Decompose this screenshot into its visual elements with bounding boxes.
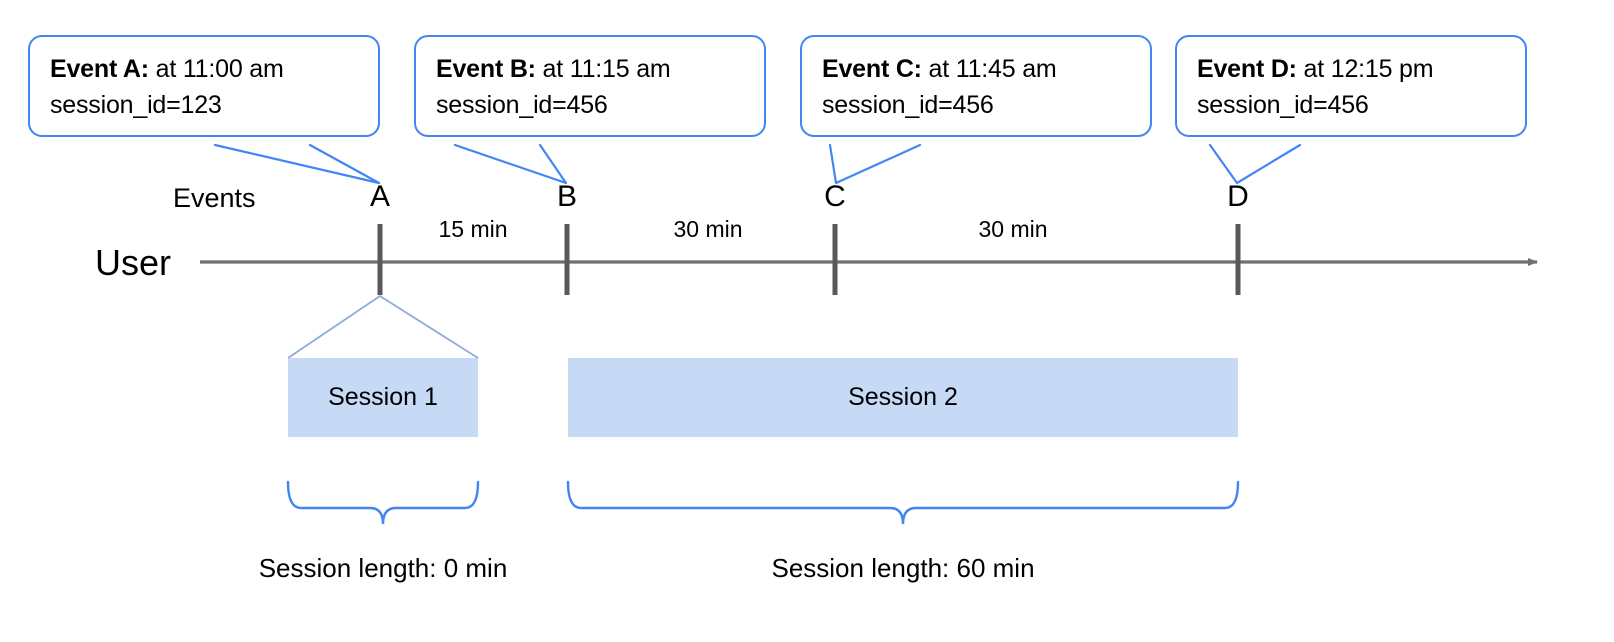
callout-line-primary: Event A: at 11:00 am (50, 51, 360, 87)
event-time: at 11:00 am (148, 55, 284, 83)
callout-event-a[interactable]: Event A: at 11:00 am session_id=123 (28, 35, 380, 137)
event-time: at 11:15 am (535, 55, 671, 83)
event-marker-label-c: C (824, 180, 846, 213)
gap-duration-label-ab: 15 min (438, 216, 508, 242)
event-marker-label-d: D (1227, 180, 1249, 213)
user-row-label: User (95, 242, 172, 283)
gap-duration-label-bc: 30 min (673, 216, 743, 242)
event-time: at 12:15 pm (1296, 55, 1434, 83)
session-bar-2[interactable]: Session 2 (568, 358, 1238, 437)
callout-event-d[interactable]: Event D: at 12:15 pm session_id=456 (1175, 35, 1527, 137)
gap-duration-label-cd: 30 min (978, 216, 1048, 242)
callout-line-primary: Event D: at 12:15 pm (1197, 51, 1507, 87)
session-bar-label: Session 1 (328, 383, 438, 411)
session-brace-1 (286, 480, 480, 525)
callout-tail-a (213, 143, 381, 185)
event-time: at 11:45 am (921, 55, 1057, 83)
session-tent-1 (287, 295, 479, 359)
callout-tail-b (453, 143, 568, 185)
event-name: Event A: (50, 55, 149, 83)
event-marker-label-a: A (369, 180, 391, 213)
callout-event-c[interactable]: Event C: at 11:45 am session_id=456 (800, 35, 1152, 137)
callout-event-b[interactable]: Event B: at 11:15 am session_id=456 (414, 35, 766, 137)
session-brace-2 (566, 480, 1240, 525)
session-length-label-2: Session length: 60 min (771, 553, 1035, 583)
callout-line-primary: Event C: at 11:45 am (822, 51, 1132, 87)
session-length-label-1: Session length: 0 min (258, 553, 508, 583)
callout-tail-d (1208, 143, 1302, 185)
event-session-id: session_id=456 (1197, 91, 1369, 119)
event-name: Event D: (1197, 55, 1297, 83)
event-name: Event B: (436, 55, 536, 83)
session-bar-label: Session 2 (848, 383, 958, 411)
event-name: Event C: (822, 55, 922, 83)
event-session-id: session_id=456 (822, 91, 994, 119)
event-session-id: session_id=456 (436, 91, 608, 119)
session-bar-1[interactable]: Session 1 (288, 358, 478, 437)
event-marker-label-b: B (556, 180, 578, 213)
event-session-id: session_id=123 (50, 91, 222, 119)
callout-tail-c (828, 143, 922, 185)
callout-line-primary: Event B: at 11:15 am (436, 51, 746, 87)
events-row-label: Events (173, 183, 256, 213)
